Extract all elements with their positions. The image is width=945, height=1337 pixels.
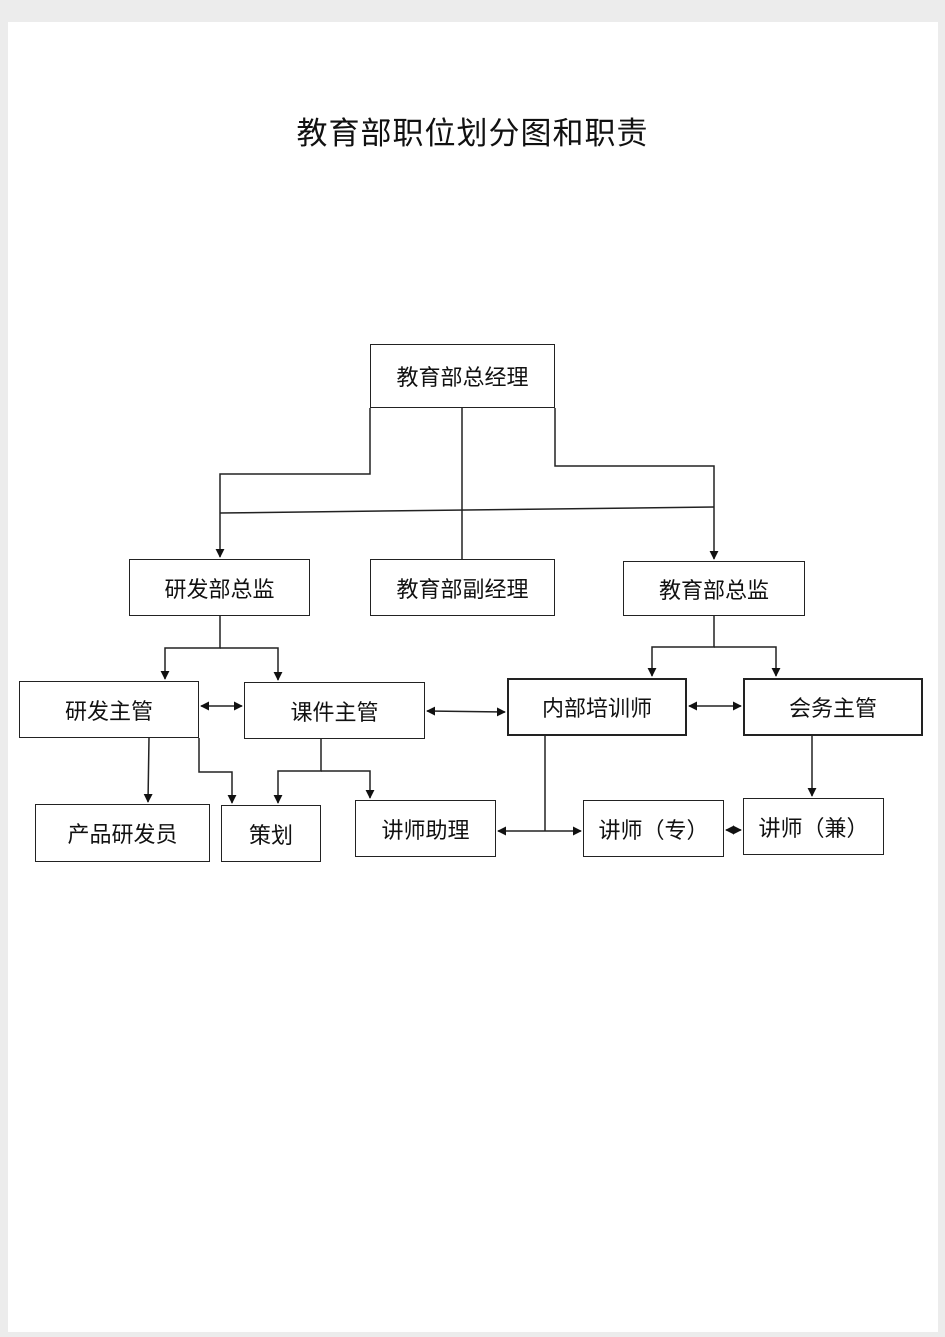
node-internal-trainer: 内部培训师 [507,678,687,736]
node-planning: 策划 [221,805,321,862]
node-product-developer: 产品研发员 [35,804,210,862]
connector-edu-director-split [647,616,715,677]
connector-rd-director-to-course [220,647,283,681]
connector-rd-director-split [160,616,221,680]
connector-edu-director-to-conf [714,646,781,677]
node-rd-director: 研发部总监 [129,559,310,616]
connector-gm-to-rd-director [215,408,371,558]
node-education-director: 教育部总监 [623,561,805,616]
node-lecturer-parttime: 讲师（兼） [743,798,884,855]
node-courseware-supervisor: 课件主管 [244,682,425,739]
node-rd-supervisor: 研发主管 [19,681,199,738]
connector-rd-sup-to-product [143,737,153,803]
connector-course-to-assistant [321,770,375,799]
document-title: 教育部职位划分图和职责 [296,116,649,152]
node-deputy-manager: 教育部副经理 [370,559,555,616]
node-general-manager: 教育部总经理 [370,344,555,408]
node-lecturer-fulltime: 讲师（专） [583,800,724,857]
connector-course-to-planning [273,739,322,804]
node-lecturer-assistant: 讲师助理 [355,800,496,857]
connector-rd-sup-to-planning [198,738,237,804]
node-conference-supervisor: 会务主管 [743,678,923,736]
connector-gm-to-edu-director [554,408,719,560]
connector-horizontal-bar [219,506,715,514]
connector-course-trainer [426,706,506,717]
